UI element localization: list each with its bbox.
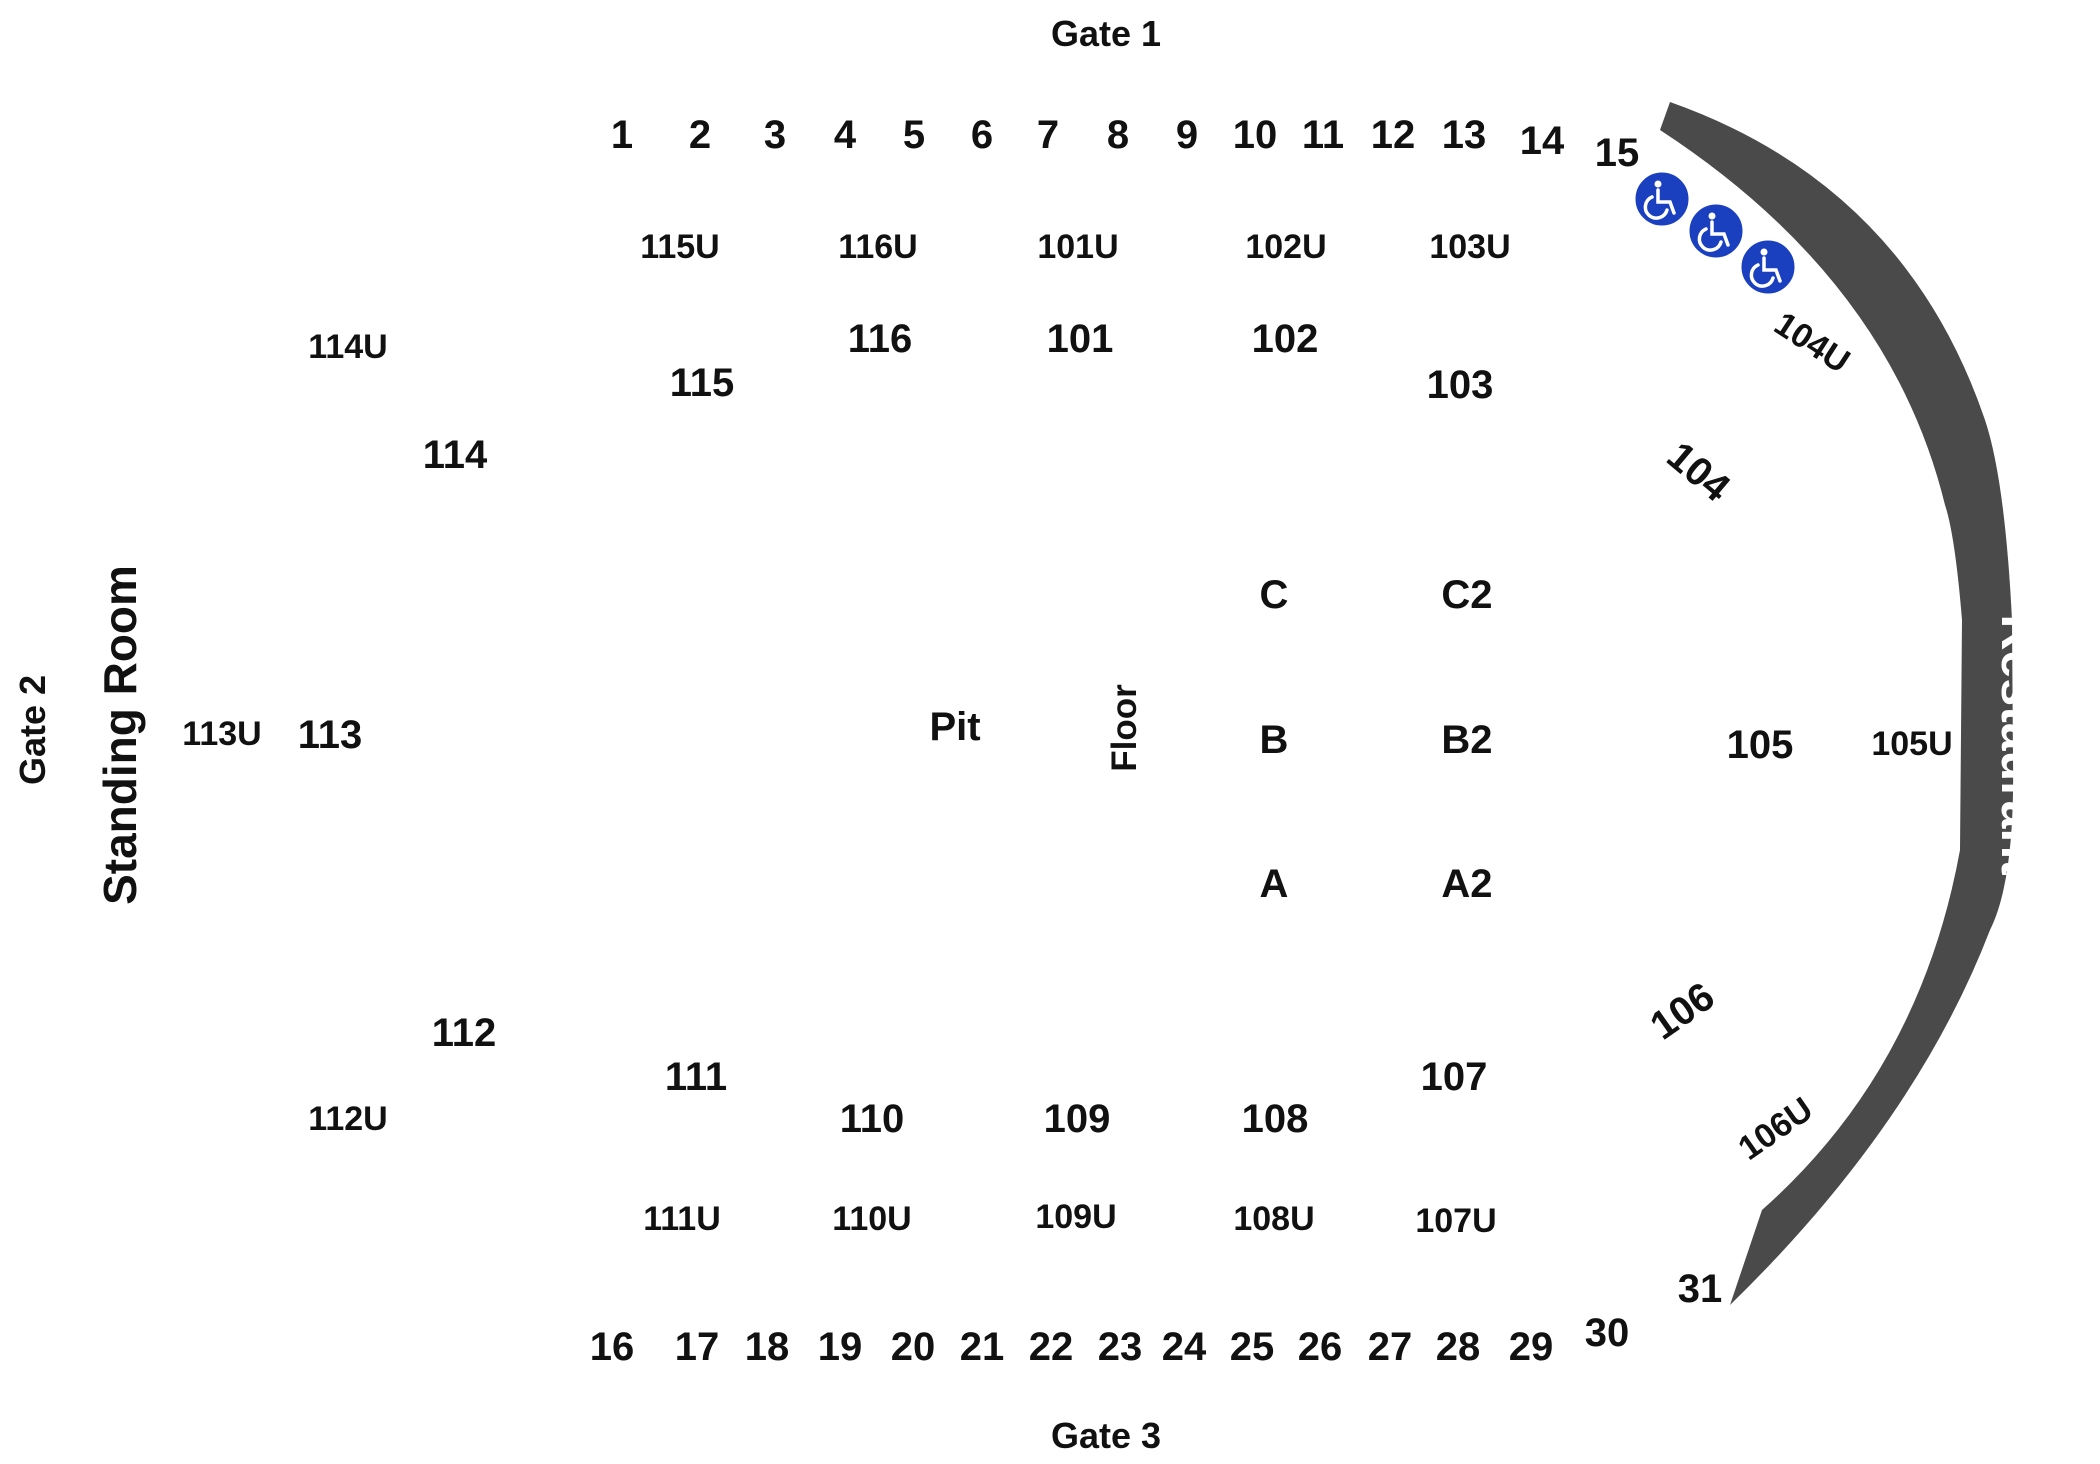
wheelchair-icon [1643,180,1676,220]
row-number[interactable]: 8 [1107,113,1129,157]
section-115U[interactable]: 115U [640,228,719,266]
row-number[interactable]: 10 [1233,113,1278,157]
pit-label: Pit [929,705,980,749]
accessible-seating-1[interactable] [1632,169,1692,229]
section-102[interactable]: 102 [1252,317,1319,361]
standing-room-label: Standing Room [94,565,146,905]
row-number[interactable]: 29 [1509,1325,1554,1369]
row-number[interactable]: 13 [1442,113,1487,157]
row-number[interactable]: 2 [689,113,711,157]
restaurant-label: Restaurant [1991,614,2047,876]
section-115[interactable]: 115 [670,361,735,405]
section-105U[interactable]: 105U [1871,725,1952,763]
row-number[interactable]: 24 [1162,1325,1207,1369]
row-number[interactable]: 1 [611,113,633,157]
section-106[interactable]: 106 [1643,974,1723,1048]
row-number[interactable]: 30 [1585,1311,1630,1355]
floor-block-B2[interactable]: B2 [1441,718,1492,762]
row-number[interactable]: 28 [1436,1325,1481,1369]
row-number[interactable]: 19 [818,1325,863,1369]
section-113U[interactable]: 113U [182,715,261,753]
section-110U[interactable]: 110U [832,1200,911,1238]
section-101U[interactable]: 101U [1037,228,1118,266]
row-number[interactable]: 27 [1368,1325,1413,1369]
section-103[interactable]: 103 [1427,363,1494,407]
row-number[interactable]: 22 [1029,1325,1074,1369]
row-number[interactable]: 11 [1302,113,1344,157]
floor-block-A2[interactable]: A2 [1441,862,1492,906]
floor-block-C2[interactable]: C2 [1441,573,1492,617]
section-110[interactable]: 110 [840,1097,905,1141]
row-number[interactable]: 5 [903,113,925,157]
row-number[interactable]: 18 [745,1325,790,1369]
row-number[interactable]: 26 [1298,1325,1343,1369]
section-108[interactable]: 108 [1242,1097,1309,1141]
section-116[interactable]: 116 [848,317,913,361]
section-113[interactable]: 113 [298,713,363,757]
section-105[interactable]: 105 [1727,723,1794,767]
row-number[interactable]: 17 [675,1325,720,1369]
section-104[interactable]: 104 [1659,434,1739,511]
floor-block-B[interactable]: B [1260,718,1289,762]
row-number[interactable]: 9 [1176,113,1198,157]
accessible-seating-3[interactable] [1738,237,1798,297]
row-number[interactable]: 20 [891,1325,936,1369]
section-111[interactable]: 111 [665,1055,727,1099]
section-112U[interactable]: 112U [308,1100,387,1138]
wheelchair-icon [1697,212,1730,252]
section-101[interactable]: 101 [1047,317,1114,361]
section-107U[interactable]: 107U [1415,1202,1496,1240]
floor-block-A[interactable]: A [1260,862,1289,906]
section-104U[interactable]: 104U [1768,305,1857,381]
wheelchair-icon [1749,248,1782,288]
restaurant-area[interactable] [1660,102,2014,1305]
section-114[interactable]: 114 [423,433,488,477]
row-number[interactable]: 31 [1678,1267,1723,1311]
row-number[interactable]: 3 [764,113,786,157]
row-number[interactable]: 16 [590,1325,635,1369]
row-number[interactable]: 7 [1037,113,1059,157]
floor-block-C[interactable]: C [1260,573,1289,617]
row-number[interactable]: 12 [1371,113,1416,157]
row-number[interactable]: 14 [1520,119,1565,163]
gate-1-label: Gate 1 [1051,13,1161,54]
section-107[interactable]: 107 [1421,1055,1488,1099]
row-number[interactable]: 23 [1098,1325,1143,1369]
accessible-seating-2[interactable] [1686,201,1746,261]
gate-2-label: Gate 2 [12,675,53,785]
row-number[interactable]: 6 [971,113,993,157]
section-106U[interactable]: 106U [1732,1090,1820,1168]
row-number[interactable]: 25 [1230,1325,1275,1369]
section-111U[interactable]: 111U [643,1200,721,1238]
section-109U[interactable]: 109U [1035,1198,1116,1236]
section-114U[interactable]: 114U [308,328,387,366]
section-116U[interactable]: 116U [838,228,917,266]
row-number[interactable]: 4 [834,113,857,157]
section-112[interactable]: 112 [432,1011,497,1055]
section-109[interactable]: 109 [1044,1097,1111,1141]
section-108U[interactable]: 108U [1233,1200,1314,1238]
row-number[interactable]: 15 [1595,131,1640,175]
section-102U[interactable]: 102U [1245,228,1326,266]
row-number[interactable]: 21 [960,1325,1005,1369]
floor-label: Floor [1105,684,1144,772]
gate-3-label: Gate 3 [1051,1415,1161,1456]
section-103U[interactable]: 103U [1429,228,1510,266]
